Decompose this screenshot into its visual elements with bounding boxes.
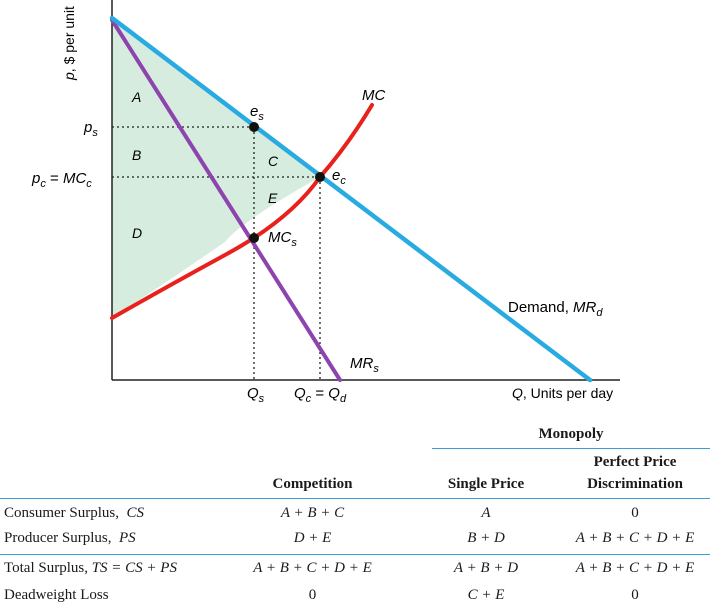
mcs-label: MCs <box>268 229 297 249</box>
ts-perfect: A + B + C + D + E <box>575 560 695 576</box>
ts-single-price: A + B + D <box>453 560 519 576</box>
competition-header: Competition <box>272 476 353 492</box>
surplus-table: Monopoly Perfect Price Competition Singl… <box>0 420 710 612</box>
demand-line <box>109 15 593 383</box>
perfect-header-line2: Discrimination <box>587 476 683 492</box>
mc-curve-label: MC <box>362 87 385 104</box>
mrs-label: MRs <box>350 355 379 375</box>
point-ec <box>315 172 325 182</box>
row-label-dwl: Deadweight Loss <box>4 587 109 603</box>
dwl-single-price: C + E <box>467 587 505 603</box>
pc-label: pc = MCc <box>31 170 92 190</box>
monopoly-header: Monopoly <box>538 426 604 442</box>
dwl-perfect: 0 <box>631 587 639 603</box>
ps-single-price: B + D <box>467 530 505 546</box>
row-label-cs: Consumer Surplus, CS <box>4 505 145 521</box>
row-label-ps: Producer Surplus, PS <box>4 530 136 546</box>
area-b-label: B <box>132 147 141 163</box>
mc-curve <box>110 103 374 320</box>
cs-single-price: A <box>481 505 491 521</box>
perfect-header-line1: Perfect Price <box>593 454 677 470</box>
mr-line <box>110 18 342 382</box>
single-price-header: Single Price <box>447 476 525 492</box>
cs-perfect: 0 <box>631 505 639 521</box>
area-a-label: A <box>131 89 141 105</box>
area-d-label: D <box>132 225 142 241</box>
ps-perfect: A + B + C + D + E <box>575 530 695 546</box>
header-rule <box>0 498 710 499</box>
dwl-competition: 0 <box>308 587 317 603</box>
y-axis-label: p, $ per unit <box>61 6 77 81</box>
ps-competition: D + E <box>293 530 332 546</box>
qc-label: Qc = Qd <box>294 385 347 405</box>
total-rule <box>0 554 710 555</box>
ts-competition: A + B + C + D + E <box>253 560 372 576</box>
cs-competition: A + B + C <box>280 505 345 521</box>
surplus-diagram: p, $ per unit ps pc = MCc A B C D E es e… <box>31 0 620 405</box>
point-es <box>249 122 259 132</box>
x-axis-label: Q, Units per day <box>512 385 613 401</box>
es-label: es <box>250 103 264 123</box>
qs-label: Qs <box>247 385 265 405</box>
guide-lines <box>112 126 321 380</box>
point-mcs <box>249 233 259 243</box>
surplus-region <box>112 20 320 318</box>
area-c-label: C <box>268 153 279 169</box>
monopoly-rule <box>432 448 710 449</box>
demand-label: Demand, MRd <box>508 299 603 319</box>
area-e-label: E <box>268 190 278 206</box>
ps-label: ps <box>83 119 98 139</box>
row-label-ts: Total Surplus, TS = CS + PS <box>4 560 177 576</box>
